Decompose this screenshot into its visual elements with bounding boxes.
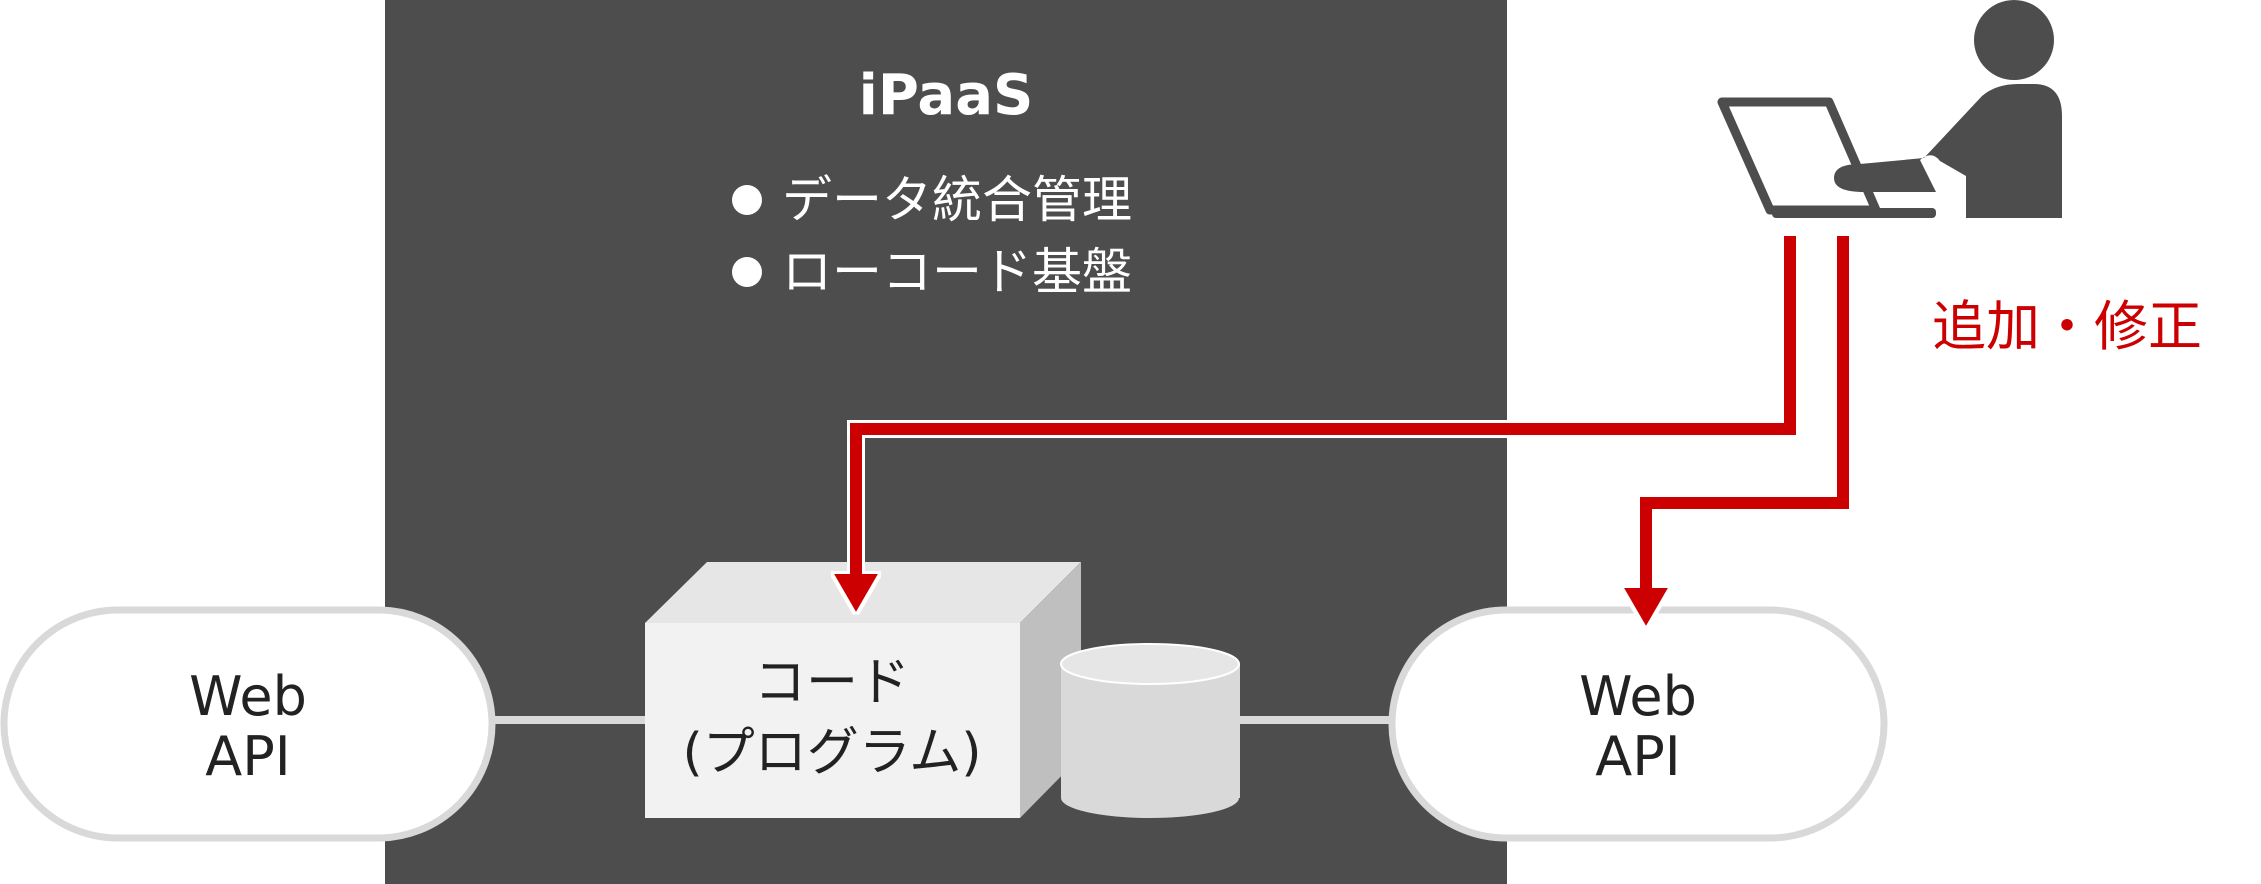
left-web-api-label-line2: API — [205, 725, 290, 788]
platform-feature-lowcode: ローコード基盤 — [782, 243, 1132, 301]
bullet-dot-icon — [732, 185, 762, 215]
left-web-api-label-line1: Web — [189, 665, 307, 728]
right-web-api-label-line2: API — [1595, 725, 1680, 788]
code-box-label-line1: コード — [754, 653, 910, 713]
platform-title: iPaaS — [859, 63, 1034, 128]
user-action-label: 追加・修正 — [1932, 295, 2202, 358]
modify-arrow-to-api — [1624, 236, 1849, 626]
right-web-api-label-line1: Web — [1579, 665, 1697, 728]
modify-arrow-to-code — [834, 236, 1796, 612]
left-web-api — [0, 606, 496, 842]
bullet-dot-icon — [732, 257, 762, 287]
person-at-laptop-icon — [1717, 0, 2062, 218]
platform-feature-data-integration: データ統合管理 — [782, 171, 1132, 229]
database-cylinder-icon — [1060, 643, 1240, 818]
code-box-label-line2: (プログラム) — [682, 723, 981, 783]
code-box-front — [645, 623, 1020, 818]
